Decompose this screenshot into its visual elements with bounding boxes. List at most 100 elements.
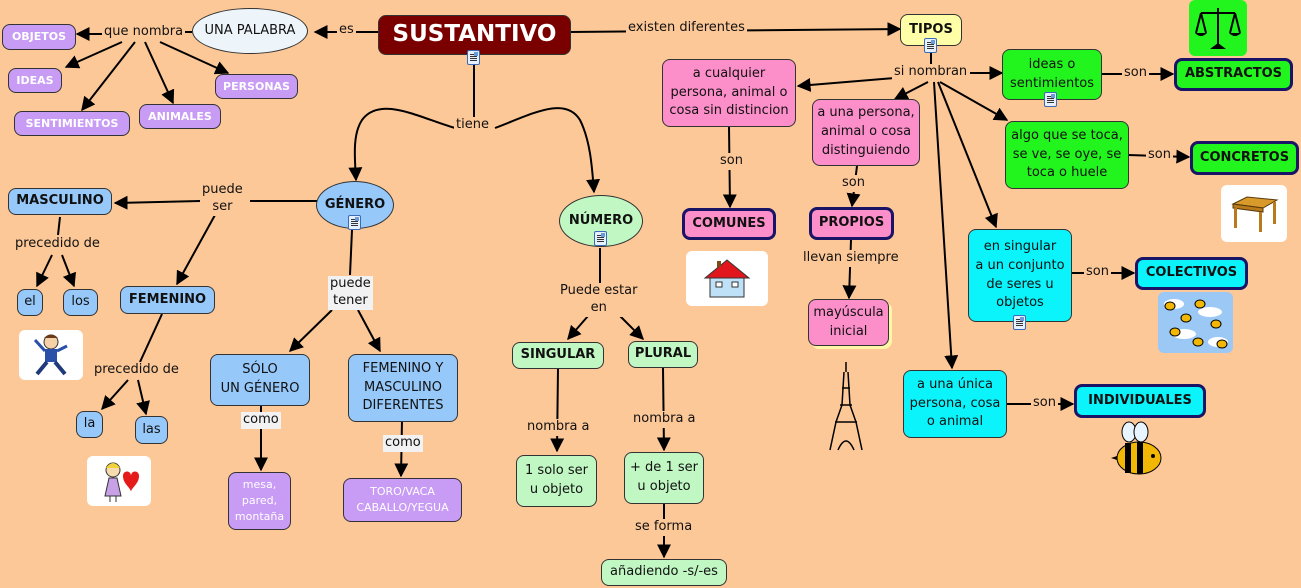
edge-cualquier bbox=[796, 77, 896, 92]
node-mas-de-un-ser[interactable]: + de 1 ser u objeto bbox=[624, 452, 704, 504]
edge-el bbox=[36, 254, 53, 288]
node-objetos[interactable]: OBJETOS bbox=[2, 24, 76, 50]
eiffel-tower-icon bbox=[826, 358, 866, 453]
node-un-solo-ser[interactable]: 1 solo ser u objeto bbox=[516, 455, 597, 507]
link-existen-diferentes: existen diferentes bbox=[626, 20, 747, 37]
node-toro-vaca-caballo-yegua[interactable]: TORO/VACA CABALLO/YEGUA bbox=[343, 478, 462, 522]
node-comunes[interactable]: COMUNES bbox=[682, 208, 776, 240]
node-mesa-pared-montana[interactable]: mesa, pared, montaña bbox=[228, 472, 291, 530]
node-singular[interactable]: SINGULAR bbox=[512, 342, 604, 369]
edge-los bbox=[61, 254, 76, 288]
link-son-colectivos: son bbox=[1084, 264, 1111, 281]
edge-ideas bbox=[64, 41, 123, 69]
link-son-individuales: son bbox=[1031, 395, 1058, 412]
edge-sentimientos bbox=[81, 41, 136, 112]
link-son-concretos: son bbox=[1146, 147, 1173, 164]
link-puede-estar-en: Puede estar en bbox=[558, 283, 640, 317]
node-mayuscula-inicial[interactable]: mayúscula inicial bbox=[808, 299, 889, 346]
link-se-forma: se forma bbox=[633, 519, 695, 536]
node-ideas-sentimientos[interactable]: ideas o sentimientos bbox=[1002, 49, 1102, 100]
node-plural[interactable]: PLURAL bbox=[628, 341, 698, 368]
edge-unica bbox=[933, 81, 959, 370]
boy-icon bbox=[19, 330, 83, 380]
link-que-nombra: que nombra bbox=[102, 24, 186, 41]
link-tiene: tiene bbox=[454, 117, 491, 134]
node-ideas[interactable]: IDEAS bbox=[8, 68, 62, 93]
edge-masculino bbox=[113, 195, 201, 210]
node-individuales[interactable]: INDIVIDUALES bbox=[1074, 384, 1206, 418]
node-personas[interactable]: PERSONAS bbox=[215, 74, 298, 99]
link-nombra-a-2: nombra a bbox=[631, 411, 698, 428]
node-colectivos[interactable]: COLECTIVOS bbox=[1135, 257, 1248, 290]
edge-genero-puede-tener bbox=[349, 229, 353, 276]
edge-femenino bbox=[176, 214, 216, 286]
node-algo-que-se-toca[interactable]: algo que se toca, se ve, se oye, se toca… bbox=[1005, 121, 1129, 189]
node-el[interactable]: el bbox=[17, 289, 43, 316]
bee-icon bbox=[1106, 418, 1168, 482]
edge-distinguiendo bbox=[893, 81, 929, 100]
node-sentimientos[interactable]: SENTIMIENTOS bbox=[14, 111, 130, 136]
edge-algo bbox=[939, 81, 1009, 121]
edge-masc-precedido bbox=[57, 216, 61, 236]
link-son-propios: son bbox=[840, 175, 867, 192]
edge-tiene-genero bbox=[348, 107, 456, 182]
edge-la bbox=[101, 379, 129, 411]
node-abstractos[interactable]: ABSTRACTOS bbox=[1174, 58, 1293, 91]
edge-conjunto bbox=[937, 81, 998, 229]
link-son-abstractos: son bbox=[1122, 65, 1149, 82]
document-resource-icon[interactable] bbox=[924, 38, 937, 53]
edge-llevan bbox=[842, 239, 857, 300]
link-si-nombran: si nombran bbox=[892, 64, 970, 81]
edge-singular bbox=[567, 315, 589, 341]
girl-heart-icon bbox=[87, 456, 151, 506]
edge-nombra-1 bbox=[550, 367, 565, 453]
edge-tiene-numero bbox=[494, 107, 601, 194]
node-numero[interactable]: NÚMERO bbox=[559, 195, 643, 247]
node-propios[interactable]: PROPIOS bbox=[809, 207, 894, 240]
edge-solo-genero bbox=[288, 309, 333, 352]
node-los[interactable]: los bbox=[63, 289, 98, 316]
link-puede-ser: puede ser bbox=[200, 182, 245, 216]
edge-animales bbox=[144, 41, 175, 105]
link-es: es bbox=[337, 22, 356, 39]
node-femenino[interactable]: FEMENINO bbox=[120, 286, 215, 314]
link-precedido-de-fem: precedido de bbox=[92, 362, 181, 379]
bees-swarm-icon bbox=[1158, 292, 1233, 353]
node-una-persona-distinguiendo[interactable]: a una persona, animal o cosa distinguien… bbox=[812, 99, 920, 166]
document-resource-icon[interactable] bbox=[348, 215, 361, 230]
link-llevan-siempre: llevan siempre bbox=[801, 250, 901, 267]
document-resource-icon[interactable] bbox=[1013, 315, 1026, 330]
house-icon bbox=[686, 251, 768, 306]
edge-plural bbox=[619, 315, 644, 340]
node-la[interactable]: la bbox=[76, 411, 103, 438]
node-masculino[interactable]: MASCULINO bbox=[8, 188, 112, 215]
node-animales[interactable]: ANIMALES bbox=[139, 104, 221, 129]
node-anadiendo[interactable]: añadiendo -s/-es bbox=[601, 559, 727, 586]
node-las[interactable]: las bbox=[135, 416, 168, 444]
edge-nombra-2 bbox=[656, 367, 671, 452]
link-nombra-a-1: nombra a bbox=[525, 419, 592, 436]
document-resource-icon[interactable] bbox=[1044, 92, 1057, 107]
link-como-1: como bbox=[241, 412, 281, 429]
edge-fem-precedido bbox=[139, 313, 163, 363]
link-como-2: como bbox=[383, 435, 423, 452]
document-resource-icon[interactable] bbox=[467, 50, 480, 65]
edge-fem-masc bbox=[357, 309, 381, 353]
document-resource-icon[interactable] bbox=[594, 231, 607, 246]
node-solo-un-genero[interactable]: SÓLO UN GÉNERO bbox=[210, 354, 310, 406]
edge-personas bbox=[159, 41, 230, 75]
balance-scale-icon bbox=[1189, 0, 1247, 56]
edge-las bbox=[136, 379, 150, 416]
node-unica-persona[interactable]: a una única persona, cosa o animal bbox=[903, 370, 1007, 438]
node-fem-masc-diferentes[interactable]: FEMENINO Y MASCULINO DIFERENTES bbox=[348, 354, 458, 422]
link-son-comunes: son bbox=[718, 153, 745, 170]
node-concretos[interactable]: CONCRETOS bbox=[1190, 141, 1299, 175]
link-precedido-de-masc: precedido de bbox=[13, 236, 102, 253]
node-conjunto[interactable]: en singular a un conjunto de seres u obj… bbox=[968, 229, 1072, 322]
node-una-palabra[interactable]: UNA PALABRA bbox=[192, 8, 308, 54]
node-sustantivo[interactable]: SUSTANTIVO bbox=[378, 15, 571, 55]
table-icon bbox=[1221, 185, 1287, 242]
link-puede-tener: puede tener bbox=[328, 276, 373, 310]
node-cualquier-persona[interactable]: a cualquier persona, animal o cosa sin d… bbox=[662, 59, 796, 127]
